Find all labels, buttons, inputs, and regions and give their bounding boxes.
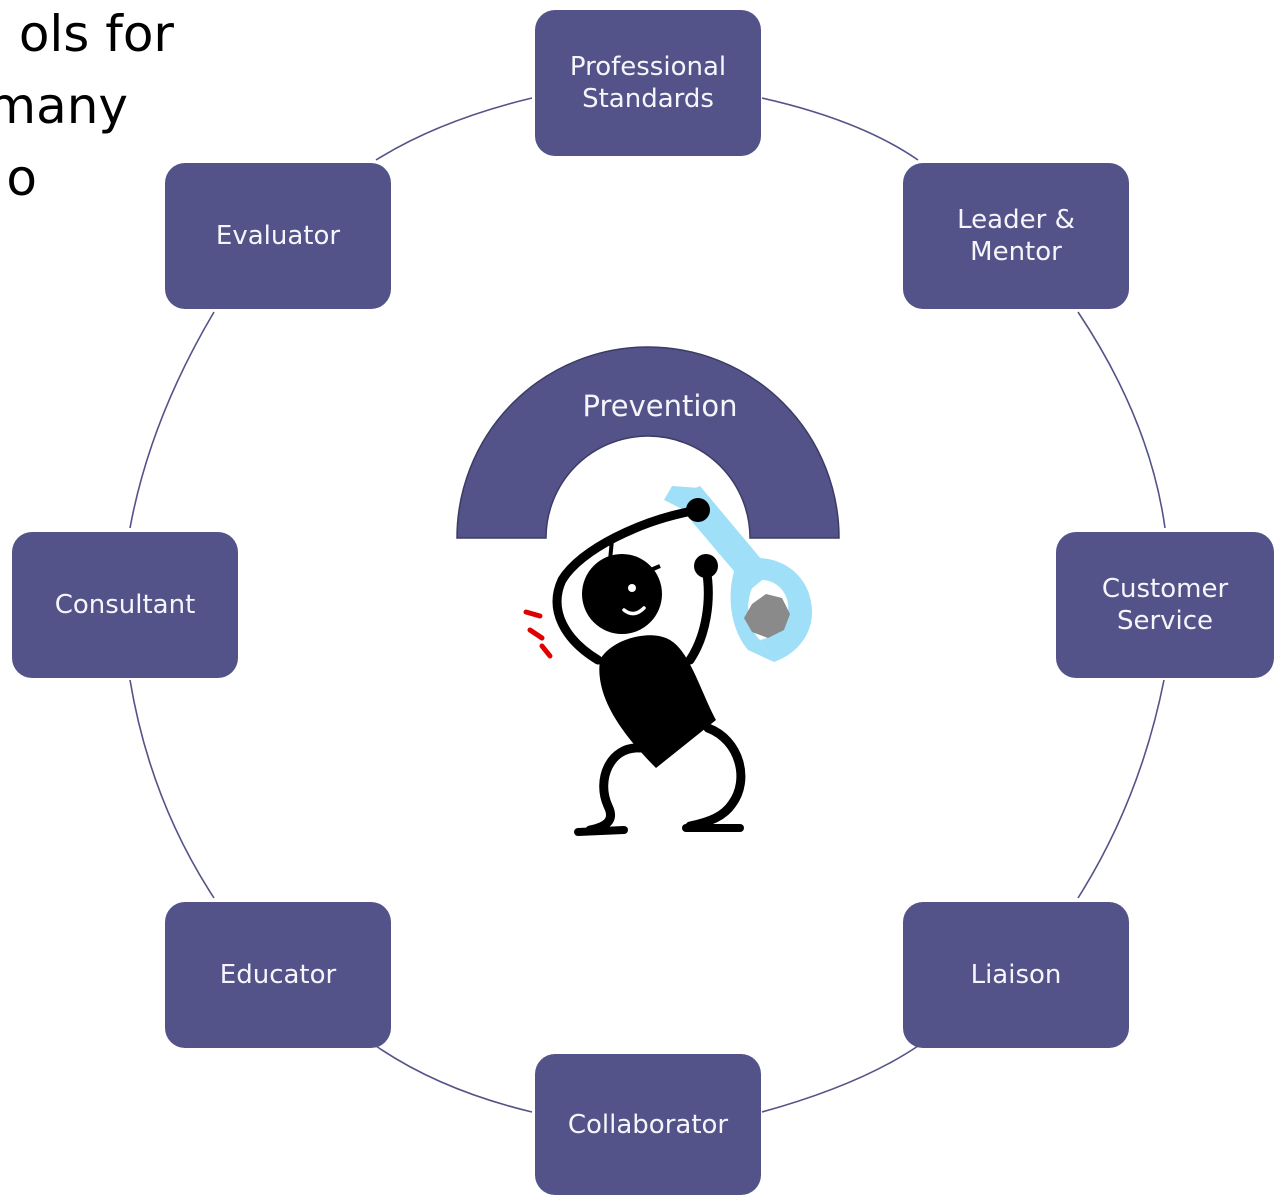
connector-consultant-evaluator [129, 311, 215, 529]
node-customer-service: Customer Service [1056, 532, 1274, 678]
node-leader-mentor: Leader & Mentor [903, 163, 1129, 309]
node-label: Customer Service [1101, 574, 1229, 636]
node-evaluator: Evaluator [165, 163, 391, 309]
node-professional-standards: Professional Standards [535, 10, 761, 156]
prevention-label: Prevention [582, 389, 738, 423]
node-collaborator: Collaborator [535, 1054, 761, 1195]
slide-text: ols for many o [0, 0, 200, 230]
node-label: Evaluator [215, 221, 341, 251]
ring-connectors [129, 97, 1166, 1113]
slide-text-line-2: many [0, 77, 128, 135]
worker-figure-icon [523, 486, 812, 836]
connector-educator-consultant [129, 679, 215, 899]
node-label: Consultant [54, 590, 196, 620]
node-label: Professional Standards [569, 52, 727, 114]
node-label: Collaborator [567, 1109, 729, 1140]
connector-leader-customer [1077, 311, 1166, 529]
connector-liaison-collaborator [761, 1045, 919, 1113]
node-label: Educator [219, 960, 337, 990]
node-educator: Educator [165, 902, 391, 1048]
connector-collaborator-educator [375, 1045, 533, 1113]
node-label: Liaison [970, 960, 1062, 990]
node-label: Leader & Mentor [957, 205, 1075, 267]
node-consultant: Consultant [12, 532, 238, 678]
connector-evaluator-professional [375, 97, 533, 161]
slide-text-line-1: ols for [18, 5, 174, 63]
connector-customer-liaison [1077, 679, 1165, 899]
node-liaison: Liaison [903, 902, 1129, 1048]
connector-professional-leader [761, 97, 919, 161]
prevention-arch [456, 346, 840, 539]
slide-text-line-3: o [6, 149, 37, 207]
motion-marks [523, 609, 553, 659]
bolt-icon [744, 594, 790, 638]
